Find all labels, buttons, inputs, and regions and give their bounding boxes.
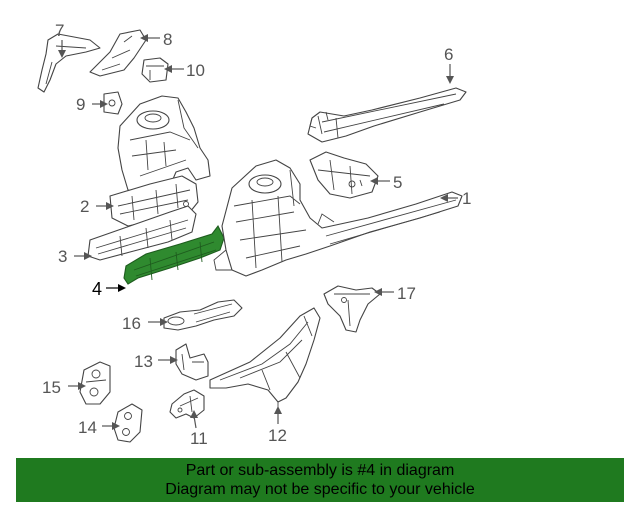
callout-8: 8 — [163, 30, 172, 49]
part-14-plate[interactable] — [113, 403, 143, 443]
part-9-plate[interactable] — [103, 91, 123, 115]
callout-15: 15 — [42, 378, 61, 397]
part-6-upper-rail[interactable] — [307, 87, 467, 143]
part-17-bracket[interactable] — [323, 285, 381, 333]
callout-13: 13 — [134, 352, 153, 371]
callout-6: 6 — [444, 45, 453, 64]
part-12-lower-frame[interactable] — [209, 307, 321, 408]
part-1-main-frame[interactable] — [213, 159, 463, 277]
callout-16: 16 — [122, 314, 141, 333]
leader-lines — [58, 34, 458, 430]
callout-5: 5 — [393, 173, 402, 192]
part-15-plate[interactable] — [79, 361, 111, 405]
callout-1: 1 — [462, 189, 471, 208]
info-banner: Part or sub-assembly is #4 in diagram Di… — [16, 458, 624, 502]
part-4-reinforcement-highlighted[interactable] — [123, 224, 225, 285]
part-13-bracket[interactable] — [175, 343, 209, 381]
callout-7: 7 — [55, 21, 64, 40]
part-5-bracket[interactable] — [309, 151, 379, 199]
callout-12: 12 — [268, 426, 287, 445]
callout-14: 14 — [78, 418, 97, 437]
callout-17: 17 — [397, 284, 416, 303]
part-16-bracket[interactable] — [163, 299, 243, 331]
callout-4-highlighted: 4 — [92, 279, 102, 299]
banner-line-part-number: Part or sub-assembly is #4 in diagram — [185, 462, 455, 479]
callout-3: 3 — [58, 247, 67, 266]
part-8-strip[interactable] — [89, 29, 147, 77]
callout-10: 10 — [186, 61, 205, 80]
part-3-frame-rail[interactable] — [87, 205, 197, 261]
callout-11: 11 — [190, 429, 208, 448]
callout-9: 9 — [76, 95, 85, 114]
part-7-bracket[interactable] — [37, 33, 101, 93]
callout-2: 2 — [80, 197, 89, 216]
part-11-bracket[interactable] — [169, 389, 205, 419]
part-10-block[interactable] — [141, 57, 169, 83]
parts-diagram: 7 8 10 9 6 2 3 4 1 5 17 16 13 15 14 11 1… — [37, 21, 471, 448]
banner-line-disclaimer: Diagram may not be specific to your vehi… — [165, 481, 475, 498]
left-strut-tower[interactable] — [117, 95, 211, 195]
